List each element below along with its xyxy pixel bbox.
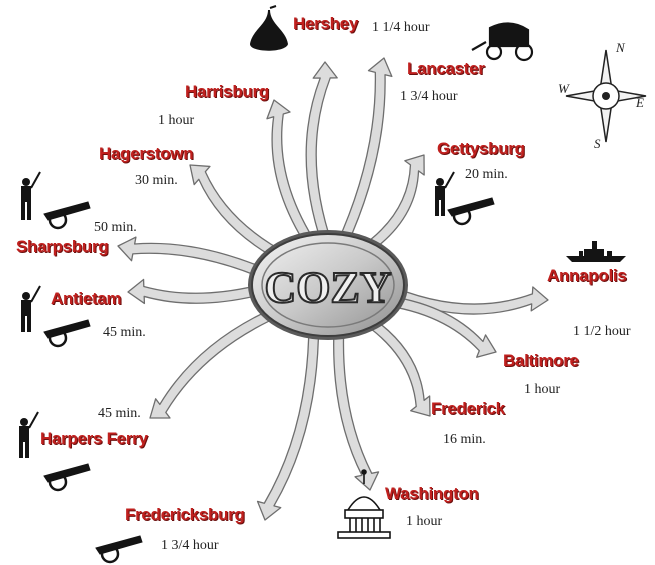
center-label: COZY xyxy=(264,263,391,312)
compass-west: W xyxy=(558,81,570,96)
dest-sharpsburg: Sharpsburg xyxy=(16,237,108,257)
dest-hagerstown: Hagerstown xyxy=(99,144,193,164)
time-gettysburg: 20 min. xyxy=(465,167,508,183)
time-fredericksburg: 1 3/4 hour xyxy=(161,538,219,554)
time-frederick: 16 min. xyxy=(443,432,486,448)
time-lancaster: 1 3/4 hour xyxy=(400,89,458,105)
ribbon-arrow-hershey xyxy=(306,62,337,245)
dest-harpers-ferry: Harpers Ferry xyxy=(40,429,148,449)
time-hagerstown: 30 min. xyxy=(135,173,178,189)
ribbon-arrow-washington xyxy=(334,323,379,490)
dest-harrisburg: Harrisburg xyxy=(185,82,269,102)
time-sharpsburg: 50 min. xyxy=(94,220,137,236)
ribbon-arrow-harpers-ferry xyxy=(150,305,287,418)
battleship-icon xyxy=(566,241,626,262)
hershey-kiss-icon xyxy=(250,6,288,51)
time-washington: 1 hour xyxy=(406,514,442,530)
compass-south: S xyxy=(594,136,601,151)
cozy-center-plaque: COZY xyxy=(248,230,408,340)
time-hershey: 1 1/4 hour xyxy=(372,20,430,36)
horse-buggy-icon xyxy=(472,23,532,60)
time-annapolis: 1 1/2 hour xyxy=(573,324,631,340)
dest-annapolis: Annapolis xyxy=(547,266,626,286)
time-harrisburg: 1 hour xyxy=(158,113,194,129)
ribbon-arrow-lancaster xyxy=(336,58,391,247)
time-antietam: 45 min. xyxy=(103,325,146,341)
ribbon-arrow-fredericksburg xyxy=(258,322,319,520)
dest-fredericksburg: Fredericksburg xyxy=(125,505,245,525)
dest-baltimore: Baltimore xyxy=(503,351,579,371)
capitol-dome-icon xyxy=(338,470,390,538)
dest-antietam: Antietam xyxy=(51,289,121,309)
dest-frederick: Frederick xyxy=(431,399,505,419)
dest-hershey: Hershey xyxy=(293,14,358,34)
dest-lancaster: Lancaster xyxy=(407,59,485,79)
time-harpers-ferry: 45 min. xyxy=(98,406,141,422)
compass-rose-icon: N S E W xyxy=(558,40,646,151)
time-baltimore: 1 hour xyxy=(524,382,560,398)
dest-washington: Washington xyxy=(385,484,479,504)
compass-north: N xyxy=(615,40,626,55)
compass-east: E xyxy=(635,95,644,110)
dest-gettysburg: Gettysburg xyxy=(437,139,525,159)
